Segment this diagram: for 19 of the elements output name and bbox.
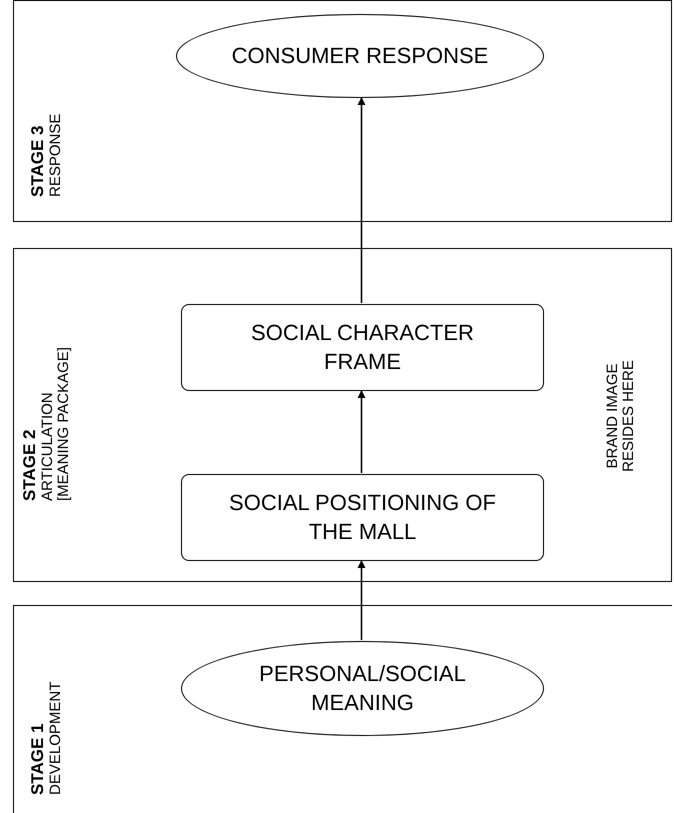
arrow: [358, 560, 366, 640]
side-note: BRAND IMAGE RESIDES HERE: [604, 359, 638, 474]
stage-name: DEVELOPMENT: [48, 680, 65, 795]
node-label: PERSONAL/SOCIAL MEANING: [258, 660, 467, 716]
stage-band: [13, 248, 672, 582]
stage-name: RESPONSE: [48, 112, 65, 197]
arrow: [358, 97, 366, 303]
stage-heading: STAGE 3: [29, 124, 48, 197]
stage-heading: STAGE 2: [21, 428, 40, 501]
process-box: [181, 474, 544, 561]
node-label: SOCIAL CHARACTER FRAME: [250, 318, 475, 376]
node-label: CONSUMER RESPONSE: [232, 42, 488, 70]
node-label: SOCIAL POSITIONING OF THE MALL: [228, 488, 497, 546]
stage-heading: STAGE 1: [29, 722, 48, 795]
stage-name: ARTICULATION [MEANING PACKAGE]: [40, 346, 73, 501]
arrow: [358, 390, 366, 473]
stage-band: [13, 0, 672, 222]
process-box: [181, 304, 544, 391]
stage-band: [13, 605, 672, 813]
